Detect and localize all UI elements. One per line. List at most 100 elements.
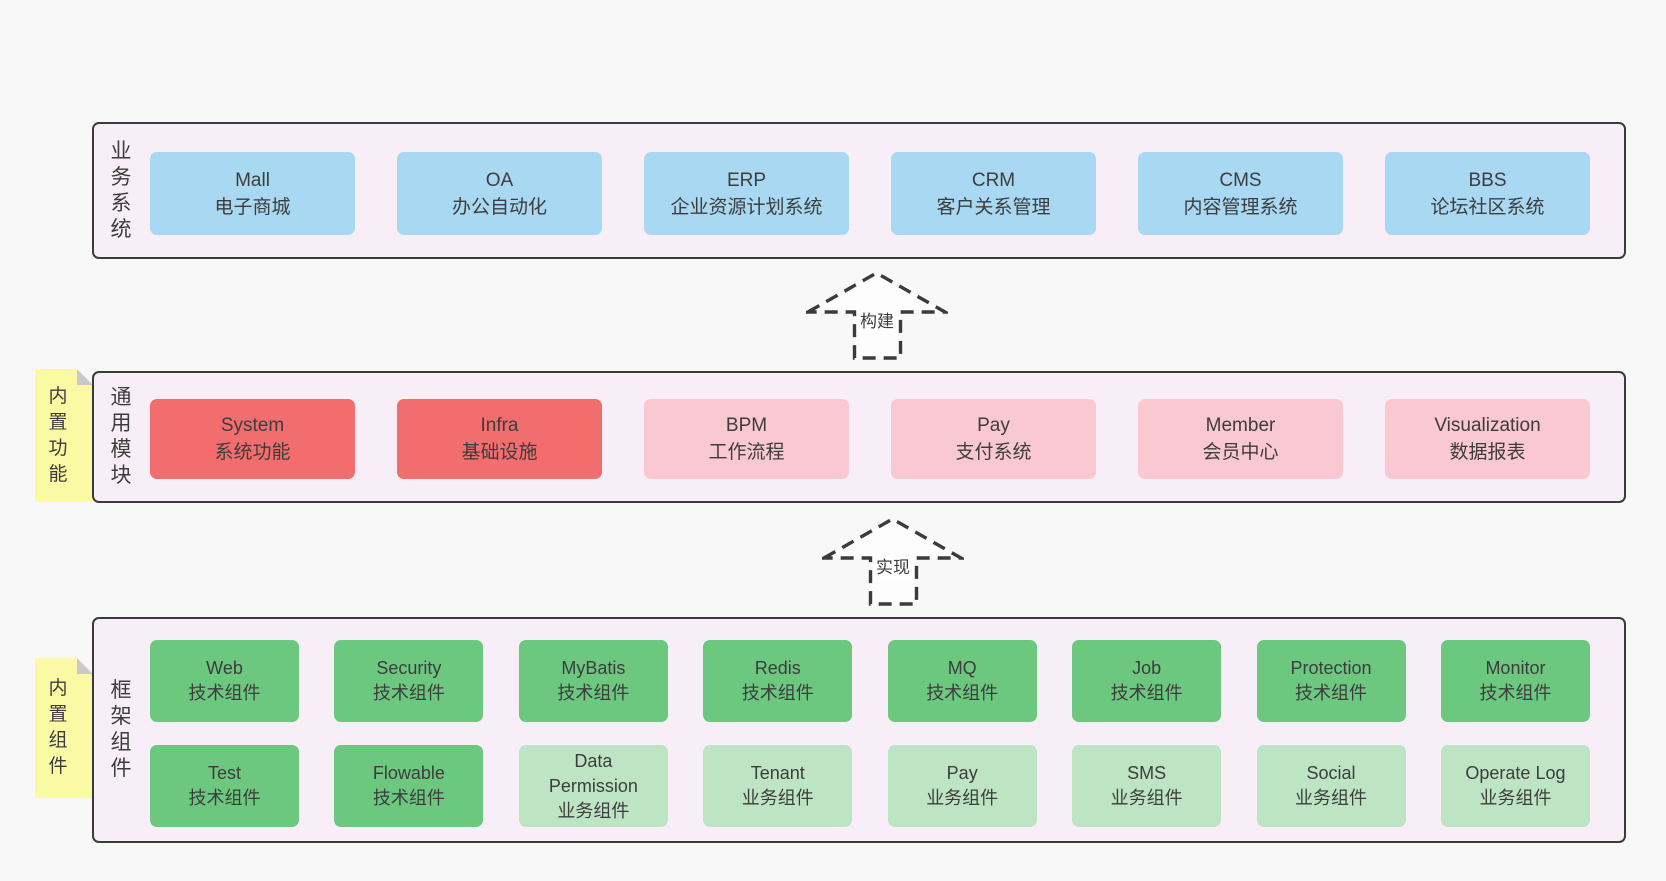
build-arrow: 构建 bbox=[806, 268, 948, 361]
box-pay-module: Pay 支付系统 bbox=[891, 399, 1096, 479]
box-title: Security bbox=[376, 658, 442, 678]
box-subtitle: 业务组件 bbox=[926, 788, 999, 808]
box-subtitle: 电子商城 bbox=[214, 196, 291, 218]
implement-arrow-label: 实现 bbox=[873, 557, 913, 579]
box-title: System bbox=[220, 415, 285, 436]
box-title: Redis bbox=[754, 658, 801, 678]
box-title: Visualization bbox=[1434, 415, 1541, 436]
box-subtitle: 技术组件 bbox=[372, 683, 445, 703]
box-security: Security 技术组件 bbox=[334, 640, 484, 722]
modules-box-row: System 系统功能 Infra 基础设施 BPM 工作流程 Pay 支付系统… bbox=[150, 399, 1590, 479]
box-flowable: Flowable 技术组件 bbox=[334, 745, 484, 827]
box-subtitle: 数据报表 bbox=[1449, 442, 1526, 463]
box-pay-component: Pay 业务组件 bbox=[887, 745, 1037, 827]
box-title: ERP bbox=[726, 169, 767, 191]
box-system: System 系统功能 bbox=[150, 399, 355, 479]
box-web: Web 技术组件 bbox=[150, 640, 299, 722]
box-title: CRM bbox=[971, 169, 1016, 191]
layer-common-modules: 通用模块 System 系统功能 Infra 基础设施 BPM 工作流程 Pay… bbox=[92, 371, 1626, 503]
box-title: Data Permission bbox=[548, 750, 638, 796]
box-subtitle: 技术组件 bbox=[1110, 683, 1183, 703]
box-protection: Protection 技术组件 bbox=[1256, 640, 1406, 722]
sticky-note-label: 内置功能 bbox=[48, 385, 68, 485]
box-title: OA bbox=[485, 169, 514, 191]
box-subtitle: 技术组件 bbox=[741, 683, 814, 703]
layer-label-business-systems: 业务系统 bbox=[110, 139, 132, 241]
box-subtitle: 支付系统 bbox=[955, 442, 1032, 463]
sticky-note-label: 内置组件 bbox=[48, 678, 68, 777]
box-redis: Redis 技术组件 bbox=[703, 640, 853, 722]
implement-arrow: 实现 bbox=[822, 514, 964, 607]
box-social: Social 业务组件 bbox=[1256, 745, 1406, 827]
box-oa: OA 办公自动化 bbox=[397, 152, 602, 235]
box-subtitle: 业务组件 bbox=[741, 788, 814, 808]
box-title: BBS bbox=[1468, 169, 1507, 191]
box-title: Flowable bbox=[372, 763, 445, 783]
box-title: Protection bbox=[1290, 658, 1372, 678]
box-subtitle: 会员中心 bbox=[1202, 442, 1279, 463]
layer-label-common-modules: 通用模块 bbox=[110, 386, 132, 487]
box-tenant: Tenant 业务组件 bbox=[703, 745, 853, 827]
box-title: SMS bbox=[1127, 763, 1167, 783]
box-subtitle: 技术组件 bbox=[188, 788, 261, 808]
build-arrow-label: 构建 bbox=[857, 311, 897, 333]
box-test: Test 技术组件 bbox=[150, 745, 299, 827]
box-member: Member 会员中心 bbox=[1138, 399, 1343, 479]
components-row-1: Web 技术组件 Security 技术组件 MyBatis 技术组件 Redi… bbox=[150, 640, 1590, 722]
box-subtitle: 业务组件 bbox=[1479, 788, 1552, 808]
box-infra: Infra 基础设施 bbox=[397, 399, 602, 479]
box-subtitle: 系统功能 bbox=[214, 442, 291, 463]
box-subtitle: 技术组件 bbox=[1479, 683, 1552, 703]
box-subtitle: 技术组件 bbox=[1295, 683, 1368, 703]
layer-label-framework-components: 框架组件 bbox=[110, 679, 132, 780]
box-title: BPM bbox=[725, 415, 768, 436]
box-bbs: BBS 论坛社区系统 bbox=[1385, 152, 1590, 235]
box-subtitle: 客户关系管理 bbox=[936, 196, 1051, 218]
box-mq: MQ 技术组件 bbox=[887, 640, 1037, 722]
box-mybatis: MyBatis 技术组件 bbox=[518, 640, 668, 722]
box-title: Operate Log bbox=[1465, 763, 1566, 783]
box-subtitle: 技术组件 bbox=[372, 788, 445, 808]
box-monitor: Monitor 技术组件 bbox=[1440, 640, 1590, 722]
box-subtitle: 办公自动化 bbox=[451, 196, 547, 218]
box-title: Infra bbox=[480, 415, 519, 436]
box-title: Web bbox=[206, 658, 243, 678]
box-title: Pay bbox=[946, 763, 978, 783]
box-sms: SMS 业务组件 bbox=[1072, 745, 1222, 827]
box-subtitle: 企业资源计划系统 bbox=[670, 196, 823, 218]
box-title: CMS bbox=[1219, 169, 1262, 191]
box-title: Member bbox=[1205, 415, 1276, 436]
box-title: Mall bbox=[235, 169, 270, 191]
box-title: Test bbox=[207, 763, 241, 783]
box-data-permission: Data Permission 业务组件 bbox=[518, 745, 668, 827]
box-mall: Mall 电子商城 bbox=[150, 152, 355, 235]
layer-business-systems: 业务系统 Mall 电子商城 OA 办公自动化 ERP 企业资源计划系统 CRM… bbox=[92, 122, 1626, 259]
layer-framework-components: 框架组件 Web 技术组件 Security 技术组件 MyBatis 技术组件… bbox=[92, 617, 1626, 843]
box-title: Monitor bbox=[1485, 658, 1546, 678]
box-job: Job 技术组件 bbox=[1072, 640, 1222, 722]
box-erp: ERP 企业资源计划系统 bbox=[644, 152, 849, 235]
box-subtitle: 技术组件 bbox=[926, 683, 999, 703]
box-title: MyBatis bbox=[561, 658, 626, 678]
sticky-note-built-in-components: 内置组件 bbox=[35, 658, 93, 798]
box-visualization: Visualization 数据报表 bbox=[1385, 399, 1590, 479]
business-box-row: Mall 电子商城 OA 办公自动化 ERP 企业资源计划系统 CRM 客户关系… bbox=[150, 152, 1590, 235]
box-subtitle: 业务组件 bbox=[1110, 788, 1183, 808]
box-subtitle: 技术组件 bbox=[557, 683, 630, 703]
box-title: Pay bbox=[977, 415, 1010, 436]
components-row-2: Test 技术组件 Flowable 技术组件 Data Permission … bbox=[150, 745, 1590, 827]
box-title: Tenant bbox=[750, 763, 805, 783]
box-subtitle: 业务组件 bbox=[557, 800, 630, 821]
box-subtitle: 论坛社区系统 bbox=[1430, 196, 1545, 218]
box-bpm: BPM 工作流程 bbox=[644, 399, 849, 479]
box-cms: CMS 内容管理系统 bbox=[1138, 152, 1343, 235]
box-subtitle: 技术组件 bbox=[188, 683, 261, 703]
box-subtitle: 业务组件 bbox=[1295, 788, 1368, 808]
box-title: Social bbox=[1306, 763, 1356, 783]
box-operate-log: Operate Log 业务组件 bbox=[1440, 745, 1590, 827]
box-title: MQ bbox=[947, 658, 977, 678]
sticky-note-built-in-features: 内置功能 bbox=[35, 369, 93, 502]
box-subtitle: 工作流程 bbox=[708, 442, 785, 463]
box-title: Job bbox=[1132, 658, 1162, 678]
box-subtitle: 基础设施 bbox=[461, 442, 538, 463]
